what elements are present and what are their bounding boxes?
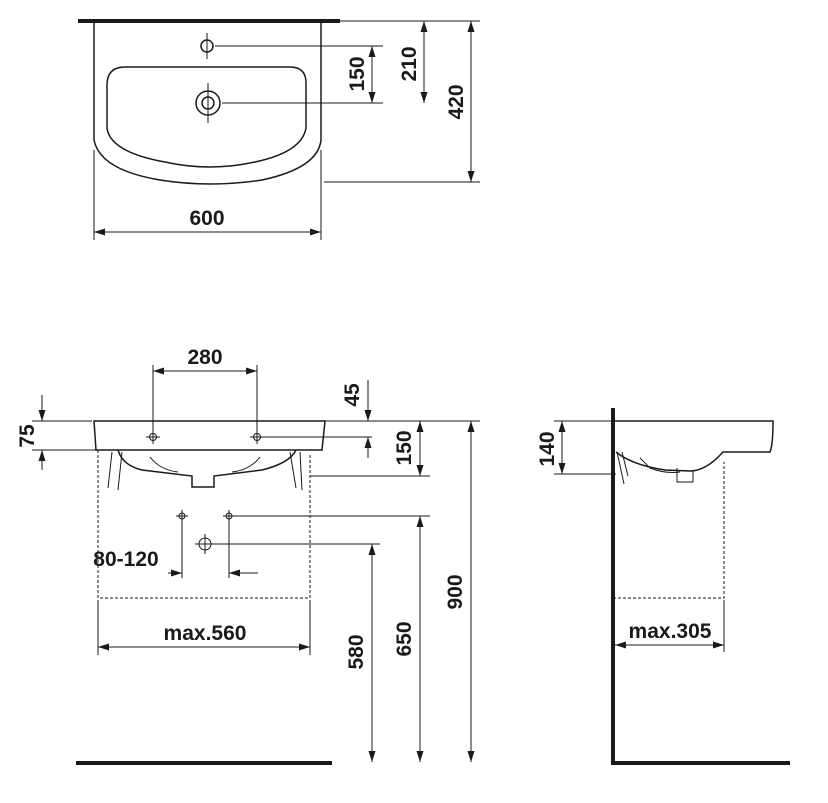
side-view: 140 max.305 xyxy=(536,408,790,765)
bowl-detail-left xyxy=(149,456,179,473)
basin-rim-front xyxy=(93,420,326,451)
supply-point-left-icon xyxy=(176,510,188,522)
fixing-hole-left-icon xyxy=(146,430,160,444)
dim-label-650: 650 xyxy=(393,621,416,656)
dim-label-max-305: max.305 xyxy=(629,620,712,643)
dim-label-150-front: 150 xyxy=(393,430,416,465)
basin-profile-side xyxy=(615,420,774,472)
dim-label-600: 600 xyxy=(189,207,224,230)
tap-hole-icon xyxy=(200,33,214,59)
dim-label-75: 75 xyxy=(16,424,39,448)
fixing-hole-right-icon xyxy=(250,430,264,444)
dim-label-900: 900 xyxy=(444,574,467,609)
basin-outline-top xyxy=(93,23,322,185)
basin-bowl-front xyxy=(117,449,297,488)
dim-label-210: 210 xyxy=(398,46,421,81)
bowl-detail-right xyxy=(231,456,261,473)
dim-label-45: 45 xyxy=(341,383,364,407)
top-view: 600 150 210 420 xyxy=(78,19,480,240)
drain-side xyxy=(676,468,694,483)
bracket-right xyxy=(289,451,303,491)
dim-label-150: 150 xyxy=(346,56,369,91)
cabinet-outline-front xyxy=(97,450,311,599)
bracket-side xyxy=(616,451,629,485)
waste-point-icon xyxy=(195,534,215,554)
dim-label-420: 420 xyxy=(445,84,468,119)
dim-label-max-560: max.560 xyxy=(164,622,247,645)
supply-point-right-icon xyxy=(223,510,235,522)
dim-label-280: 280 xyxy=(187,346,222,369)
bracket-left xyxy=(107,451,123,491)
drain-icon xyxy=(195,83,221,123)
dim-label-580: 580 xyxy=(345,634,368,669)
dim-label-140: 140 xyxy=(536,431,559,466)
cabinet-outline-side xyxy=(613,462,725,599)
basin-bowl-top xyxy=(106,66,307,168)
dim-label-80-120: 80-120 xyxy=(93,548,158,571)
front-view: 280 45 75 150 80-120 max.560 580 650 900 xyxy=(16,346,480,765)
